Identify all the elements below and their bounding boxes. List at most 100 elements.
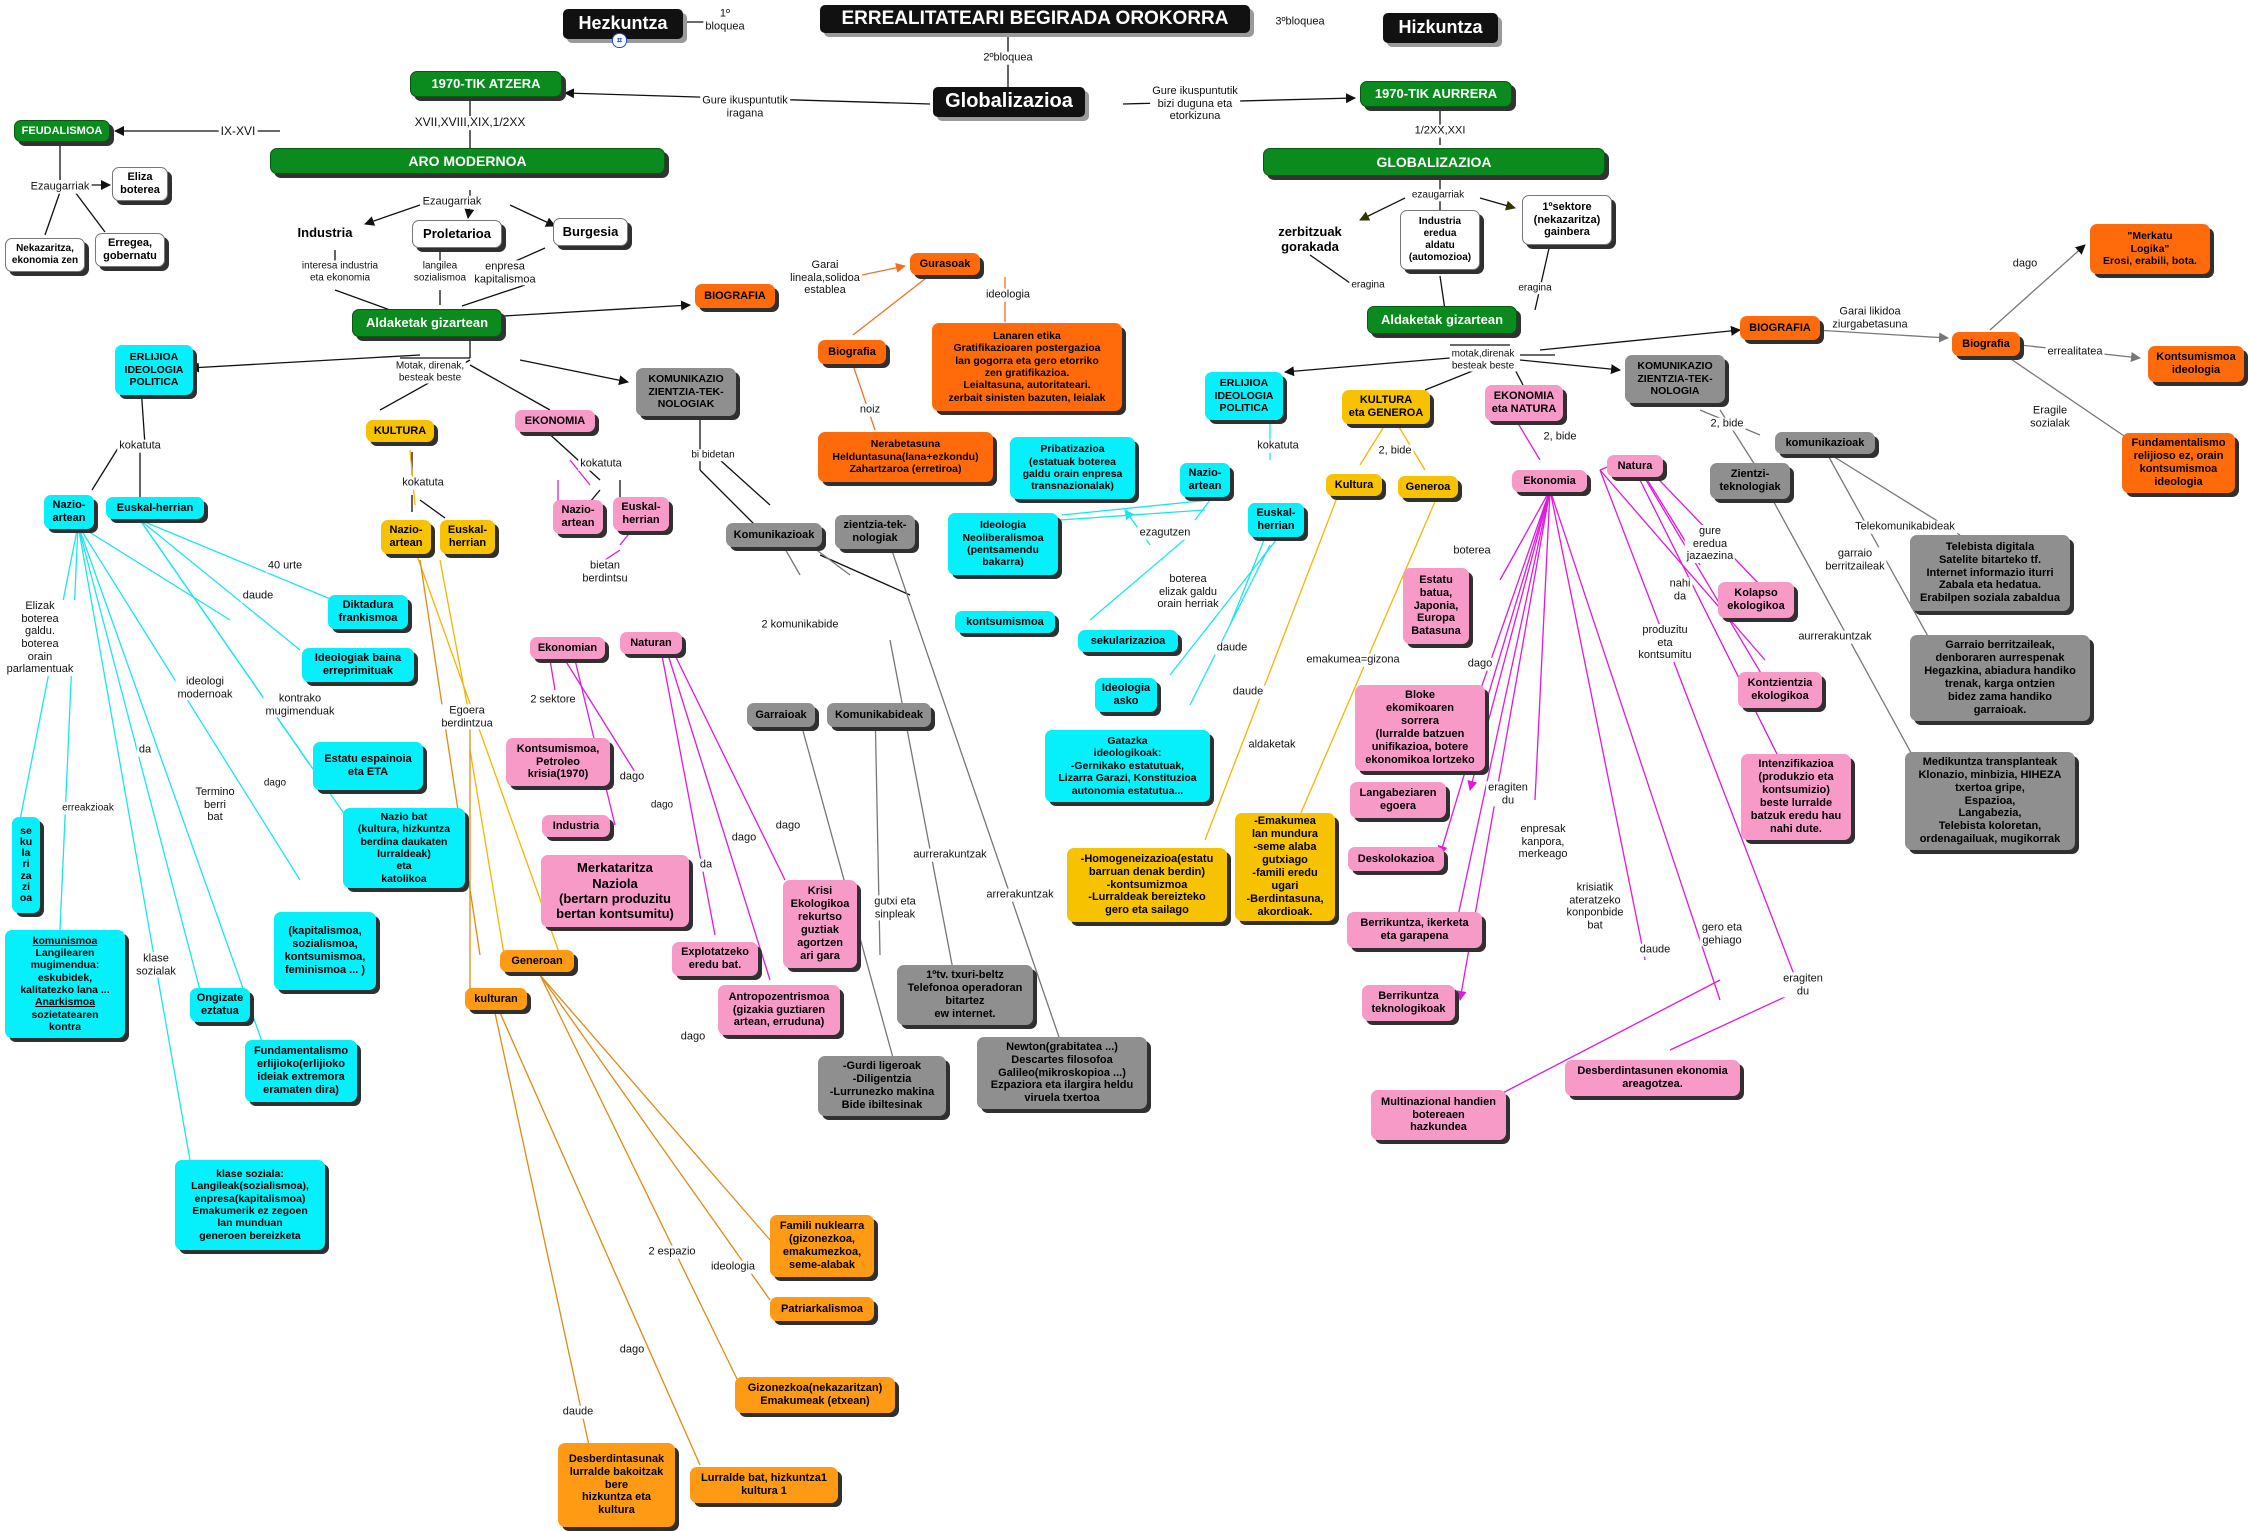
desberdintasunak-node[interactable]: Desberdintasunak lurralde bakoitzak bere… bbox=[558, 1443, 675, 1527]
telebista-node[interactable]: Telebista digitala Satelite bitarteko tf… bbox=[1910, 535, 2070, 611]
kontsumismoa-petroleo-node[interactable]: Kontsumismoa, Petroleo krisia(1970) bbox=[506, 738, 610, 786]
famili-nuklearra-node[interactable]: Famili nuklearra (gizonezkoa, emakumezko… bbox=[770, 1215, 874, 1277]
ideologiak-baina-node[interactable]: Ideologiak baina erreprimituak bbox=[302, 648, 414, 682]
kulturan-node[interactable]: kulturan bbox=[465, 988, 527, 1010]
krisi-ekologikoa-node[interactable]: Krisi Ekologikoa rekurtso guztiak agortz… bbox=[783, 880, 857, 968]
sektore1-node[interactable]: 1ºsektore (nekazaritza) gainbera bbox=[1522, 195, 1612, 245]
kapitalismoa-list-node[interactable]: (kapitalismoa, sozialismoa, kontsumismoa… bbox=[274, 912, 376, 990]
deskolokazioa-node[interactable]: Deskolokazioa bbox=[1348, 847, 1444, 871]
ongizate-node[interactable]: Ongizate eztatua bbox=[190, 988, 250, 1022]
bloke-node[interactable]: Bloke ekomikoaren sorrera (lurralde batz… bbox=[1355, 685, 1485, 771]
generoa-right-node[interactable]: Generoa bbox=[1398, 476, 1458, 498]
zientzi-tek-right[interactable]: Zientzi- teknologiak bbox=[1710, 463, 1790, 499]
nazio-artean-ekonomia[interactable]: Nazio- artean bbox=[553, 500, 603, 534]
medikuntza-node[interactable]: Medikuntza transplanteak Klonazio, minbi… bbox=[1905, 752, 2075, 850]
aldaketak-gizartean-left[interactable]: Aldaketak gizartean bbox=[352, 309, 502, 337]
generoan-node[interactable]: Generoan bbox=[500, 950, 574, 972]
nazio-artean-right[interactable]: Nazio- artean bbox=[1180, 463, 1230, 497]
lanaren-etika-node[interactable]: Lanaren etika Gratifikazioaren postergaz… bbox=[932, 323, 1122, 411]
biografia-right2-node[interactable]: Biografia bbox=[1952, 332, 2020, 356]
erlijioa-right-node[interactable]: ERLIJIOA IDEOLOGIA POLITICA bbox=[1205, 372, 1283, 420]
hezkuntza-attachment-icon[interactable]: ⌗ bbox=[612, 33, 627, 48]
eliza-boterea-node[interactable]: Eliza boterea bbox=[112, 167, 168, 201]
kolapso-node[interactable]: Kolapso ekologikoa bbox=[1718, 582, 1794, 618]
globalizazioa-main-node[interactable]: GLOBALIZAZIOA bbox=[1263, 148, 1605, 176]
komunikazio-right-node[interactable]: KOMUNIKAZIO ZIENTZIA-TEK- NOLOGIA bbox=[1625, 355, 1725, 403]
berrikuntza-tek-node[interactable]: Berrikuntza teknologikoak bbox=[1362, 985, 1455, 1021]
erlijioa-left-node[interactable]: ERLIJIOA IDEOLOGIA POLITICA bbox=[115, 345, 193, 395]
ekonomia-right-node[interactable]: Ekonomia bbox=[1512, 470, 1587, 492]
estatu-batua-node[interactable]: Estatu batua, Japonia, Europa Batasuna bbox=[1403, 568, 1469, 644]
naturan-node[interactable]: Naturan bbox=[620, 632, 682, 654]
klase-soziala-node[interactable]: klase soziala: Langileak(sozialismoa), e… bbox=[175, 1160, 325, 1250]
burgesia-node[interactable]: Burgesia bbox=[553, 218, 628, 246]
euskal-herrian-left[interactable]: Euskal-herrian bbox=[106, 497, 204, 519]
ekonomia-natura-node[interactable]: EKONOMIA eta NATURA bbox=[1485, 385, 1563, 421]
newton-node[interactable]: Newton(grabitatea ...) Descartes filosof… bbox=[977, 1037, 1147, 1109]
ekonomia-left-node[interactable]: EKONOMIA bbox=[515, 410, 595, 432]
aldaketak-gizartean-right[interactable]: Aldaketak gizartean bbox=[1367, 306, 1517, 334]
1970-atzera-node[interactable]: 1970-TIK ATZERA bbox=[410, 71, 562, 97]
lurralde-bat-node[interactable]: Lurralde bat, hizkuntza1 kultura 1 bbox=[690, 1467, 838, 1503]
antropozentrismoa-node[interactable]: Antropozentrismoa (gizakia guztiaren art… bbox=[718, 985, 840, 1035]
euskal-herrian-kultura[interactable]: Euskal- herrian bbox=[440, 520, 495, 554]
nazio-artean-kultura[interactable]: Nazio- artean bbox=[381, 520, 431, 554]
kultura-left-node[interactable]: KULTURA bbox=[366, 420, 434, 442]
tv-txuri-node[interactable]: 1ºtv. txuri-beltz Telefonoa operadoran b… bbox=[897, 965, 1033, 1025]
proletarioa-node[interactable]: Proletarioa bbox=[412, 220, 502, 248]
industria-node[interactable]: Industria bbox=[297, 225, 353, 241]
merkataritza-node[interactable]: Merkataritza Naziola (bertarn produzitu … bbox=[541, 855, 689, 927]
nazio-artean-left[interactable]: Nazio- artean bbox=[44, 495, 94, 529]
kontsumismoa-ideologia-node[interactable]: Kontsumismoa ideologia bbox=[2148, 346, 2244, 382]
fundamentalismo-right-node[interactable]: Fundamentalismo relijioso ez, orain kont… bbox=[2122, 433, 2235, 493]
gurdi-node[interactable]: -Gurdi ligeroak -Diligentzia -Lurrunezko… bbox=[818, 1056, 946, 1116]
gatazka-node[interactable]: Gatazka ideologikoak: -Gernikako estatut… bbox=[1045, 730, 1210, 802]
fundamentalismo-left-node[interactable]: Fundamentalismo erlijioko(erlijioko idei… bbox=[245, 1040, 357, 1102]
multinazional-node[interactable]: Multinazional handien botereaen hazkunde… bbox=[1371, 1090, 1506, 1140]
komunikazio-left-node[interactable]: KOMUNIKAZIO ZIENTZIA-TEK- NOLOGIAK bbox=[636, 368, 736, 416]
langabeziaren-node[interactable]: Langabeziaren egoera bbox=[1350, 782, 1446, 818]
ideologia-asko-node[interactable]: Ideologia asko bbox=[1095, 678, 1157, 712]
pribatizazioa-node[interactable]: Pribatizazioa (estatuak boterea galdu or… bbox=[1010, 437, 1135, 499]
zientzia-tek-left[interactable]: zientzia-tek- nologiak bbox=[835, 515, 915, 549]
nazio-bat-node[interactable]: Nazio bat (kultura, hizkuntza berdina da… bbox=[343, 808, 465, 888]
1970-aurrera-node[interactable]: 1970-TIK AURRERA bbox=[1360, 81, 1512, 107]
nekazaritza-node[interactable]: Nekazaritza, ekonomia zen bbox=[5, 238, 85, 272]
komunikazioak-left[interactable]: Komunikazioak bbox=[726, 523, 822, 547]
euskal-herrian-ekonomia[interactable]: Euskal- herrian bbox=[613, 497, 669, 531]
merkatu-logika-node[interactable]: "Merkatu Logika" Erosi, erabili, bota. bbox=[2090, 224, 2210, 274]
biografia-left2-node[interactable]: Biografia bbox=[818, 340, 886, 364]
gizonezkoa-node[interactable]: Gizonezkoa(nekazaritzan) Emakumeak (etxe… bbox=[735, 1377, 895, 1413]
garraioak-node[interactable]: Garraioak bbox=[747, 703, 815, 727]
sekularizazioa-vertical[interactable]: se ku la ri za zi oa bbox=[12, 817, 40, 913]
nerabetasuna-node[interactable]: Nerabetasuna Helduntasuna(lana+ezkondu) … bbox=[818, 432, 993, 482]
kultura-generoa-node[interactable]: KULTURA eta GENEROA bbox=[1342, 390, 1430, 424]
explotatzeko-node[interactable]: Explotatzeko eredu bat. bbox=[672, 942, 758, 976]
intenzifikazioa-node[interactable]: Intenzifikazioa (produkzio eta kontsumiz… bbox=[1741, 754, 1851, 840]
emakumea-lan-node[interactable]: -Emakumea lan mundura -seme alaba gutxia… bbox=[1235, 813, 1335, 921]
garraio-berri-node[interactable]: Garraio berritzaileak, denboraren aurres… bbox=[1910, 635, 2090, 721]
euskal-herrian-right[interactable]: Euskal- herrian bbox=[1248, 503, 1304, 537]
aro-modernoa-node[interactable]: ARO MODERNOA bbox=[270, 148, 665, 174]
kultura-right-node[interactable]: Kultura bbox=[1326, 474, 1382, 496]
estatu-espainoia-node[interactable]: Estatu espainoia eta ETA bbox=[313, 742, 423, 790]
homogeneizazioa-node[interactable]: -Homogeneizazioa(estatu barruan denak be… bbox=[1067, 848, 1227, 922]
gurasoak-node[interactable]: Gurasoak bbox=[910, 253, 980, 275]
biografia-left-node[interactable]: BIOGRAFIA bbox=[695, 284, 775, 308]
zerbitzuak-node[interactable]: zerbitzuak gorakada bbox=[1278, 223, 1342, 254]
berrikuntza-ikerketa-node[interactable]: Berrikuntza, ikerketa eta garapena bbox=[1347, 912, 1482, 948]
industria-eredua-node[interactable]: Industria eredua aldatu (automozioa) bbox=[1400, 210, 1480, 270]
komunikazioak-right[interactable]: komunikazioak bbox=[1775, 432, 1875, 454]
kontzientzia-node[interactable]: Kontzientzia ekologikoa bbox=[1738, 672, 1822, 708]
biografia-right-node[interactable]: BIOGRAFIA bbox=[1740, 316, 1820, 340]
patriarkalismoa-node[interactable]: Patriarkalismoa bbox=[770, 1297, 874, 1321]
desberdintasunen-node[interactable]: Desberdintasunen ekonomia areagotzea. bbox=[1565, 1060, 1740, 1096]
hizkuntza-node[interactable]: Hizkuntza bbox=[1383, 13, 1498, 43]
main-title[interactable]: ERREALITATEARI BEGIRADA OROKORRA bbox=[820, 5, 1250, 33]
feudalismoa-node[interactable]: FEUDALISMOA bbox=[14, 120, 110, 142]
globalizazioa-node[interactable]: Globalizazioa bbox=[933, 87, 1085, 117]
erregea-node[interactable]: Erregea, gobernatu bbox=[95, 233, 165, 267]
komunikabideak-left[interactable]: Komunikabideak bbox=[827, 703, 931, 727]
natura-right-node[interactable]: Natura bbox=[1607, 455, 1663, 477]
ideologia-neoliberal-node[interactable]: Ideologia Neoliberalismoa (pentsamendu b… bbox=[948, 513, 1058, 575]
